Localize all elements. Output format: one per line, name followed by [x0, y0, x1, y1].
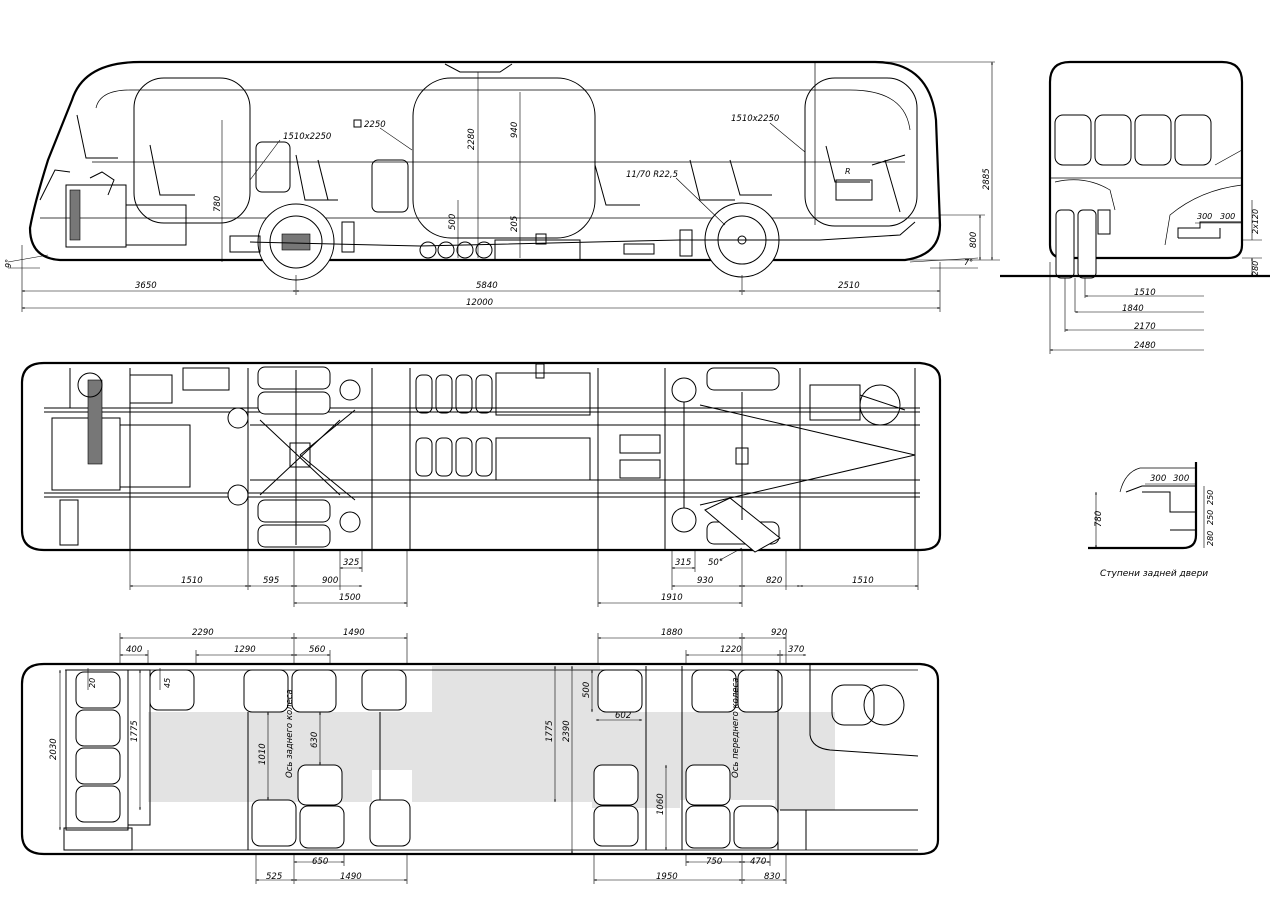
chassis-outline: [20, 361, 942, 552]
plan-view: Ось заднего колеса Ось переднего колеса …: [20, 628, 940, 884]
dim-2885: 2885: [982, 168, 992, 190]
plan-45: 45: [163, 678, 172, 688]
chassis-900: 900: [322, 576, 338, 586]
plan-1880: 1880: [661, 628, 683, 638]
plan-20: 20: [88, 678, 97, 688]
chassis-engine: [51, 367, 230, 546]
plan-seats: [149, 669, 783, 849]
rear-view: 300 300 2x120 280 1510 1840 2170 2480: [1000, 60, 1270, 354]
side-middle-door-size: 2250: [364, 120, 386, 130]
side-tire-label: 11/70 R22,5: [626, 170, 678, 180]
chassis-1510b: 1510: [852, 576, 874, 586]
step-280: 280: [1206, 531, 1215, 546]
rear-dual-tires: [1055, 209, 1111, 279]
side-rear-door: [133, 77, 251, 224]
side-front-door-size: 1510x2250: [731, 114, 779, 124]
step-300a: 300: [1150, 474, 1166, 484]
side-seat-marker: R: [845, 167, 851, 176]
dim-3650: 3650: [135, 281, 157, 291]
chassis-1500: 1500: [339, 593, 361, 603]
chassis-angle-50: 50°: [708, 558, 723, 568]
plan-rear-axle-label: Ось заднего колеса: [285, 689, 295, 778]
plan-1775a: 1775: [130, 720, 140, 742]
chassis-595: 595: [263, 576, 279, 586]
plan-1220: 1220: [720, 645, 742, 655]
plan-630: 630: [310, 732, 320, 748]
plan-1775b: 1775: [545, 720, 555, 742]
plan-830: 830: [764, 872, 780, 882]
step-300b: 300: [1173, 474, 1189, 484]
side-front-door: [804, 77, 918, 227]
dim-2280: 2280: [467, 128, 477, 150]
plan-560: 560: [309, 645, 325, 655]
side-body-outline: [28, 60, 942, 262]
chassis-tanks: [415, 363, 661, 481]
dim-12000: 12000: [466, 298, 493, 308]
chassis-325: 325: [343, 558, 359, 568]
side-middle-door: [412, 77, 596, 239]
rear-step-300a: 300: [1197, 212, 1212, 221]
side-rear-door-size: 1510x2250: [283, 132, 331, 142]
rear-step-2x120: 2x120: [1251, 209, 1260, 234]
step-250a: 250: [1206, 490, 1215, 505]
dim-780-side: 780: [213, 196, 223, 212]
side-tanks: [419, 241, 493, 259]
plan-470: 470: [750, 857, 766, 867]
plan-body-outline: [20, 662, 940, 856]
plan-650: 650: [312, 857, 328, 867]
plan-370: 370: [788, 645, 804, 655]
chassis-1910: 1910: [661, 593, 683, 603]
angle-rear: 9°: [4, 259, 13, 268]
plan-602: 602: [615, 711, 631, 721]
plan-1060: 1060: [656, 793, 666, 815]
plan-rear-bench: [63, 669, 151, 851]
plan-1010: 1010: [258, 743, 268, 765]
plan-2390: 2390: [562, 720, 572, 742]
rear-width-2480: 2480: [1134, 341, 1156, 351]
plan-400: 400: [126, 645, 142, 655]
plan-525: 525: [266, 872, 282, 882]
dim-500-side: 500: [448, 214, 458, 230]
dim-800: 800: [969, 232, 979, 248]
dim-940: 940: [510, 122, 520, 138]
plan-2030: 2030: [49, 738, 59, 760]
plan-1490-bottom: 1490: [340, 872, 362, 882]
dim-5840: 5840: [476, 281, 498, 291]
dim-205: 205: [510, 216, 520, 232]
side-engine: [39, 169, 187, 248]
step-caption: Ступени задней двери: [1100, 569, 1208, 579]
plan-1490-top: 1490: [343, 628, 365, 638]
rear-track-1510: 1510: [1134, 288, 1156, 298]
side-view: 1510x2250 2250 1510x2250 11/70 R22,5 R 7…: [4, 60, 1000, 312]
plan-driver-area: [780, 665, 919, 850]
chassis-820: 820: [766, 576, 782, 586]
chassis-315: 315: [675, 558, 691, 568]
chassis-930: 930: [697, 576, 713, 586]
side-seats: [76, 114, 873, 206]
plan-front-axle-label: Ось переднего колеса: [731, 678, 741, 778]
step-detail: 300 300 780 250 250 280 Ступени задней д…: [1088, 462, 1215, 579]
plan-1950: 1950: [656, 872, 678, 882]
angle-front: 7°: [964, 258, 973, 267]
rear-track-1840: 1840: [1122, 304, 1144, 314]
step-780: 780: [1094, 511, 1104, 527]
chassis-1510a: 1510: [181, 576, 203, 586]
plan-1290: 1290: [234, 645, 256, 655]
rear-track-2170: 2170: [1134, 322, 1156, 332]
chassis-view: 50° 1510 595 900 325 1500 1910 315 930 8…: [20, 361, 942, 607]
plan-500: 500: [582, 682, 592, 698]
plan-750: 750: [706, 857, 722, 867]
step-250b: 250: [1206, 510, 1215, 525]
rear-step-300b: 300: [1220, 212, 1235, 221]
rear-floor-280: 280: [1251, 261, 1260, 276]
chassis-rear-tires: [227, 366, 361, 548]
chassis-crossmembers: [69, 368, 916, 550]
chassis-front-axle: [671, 367, 916, 553]
dim-2510: 2510: [838, 281, 860, 291]
plan-920: 920: [771, 628, 787, 638]
rear-windows: [1054, 114, 1212, 166]
plan-2290: 2290: [192, 628, 214, 638]
